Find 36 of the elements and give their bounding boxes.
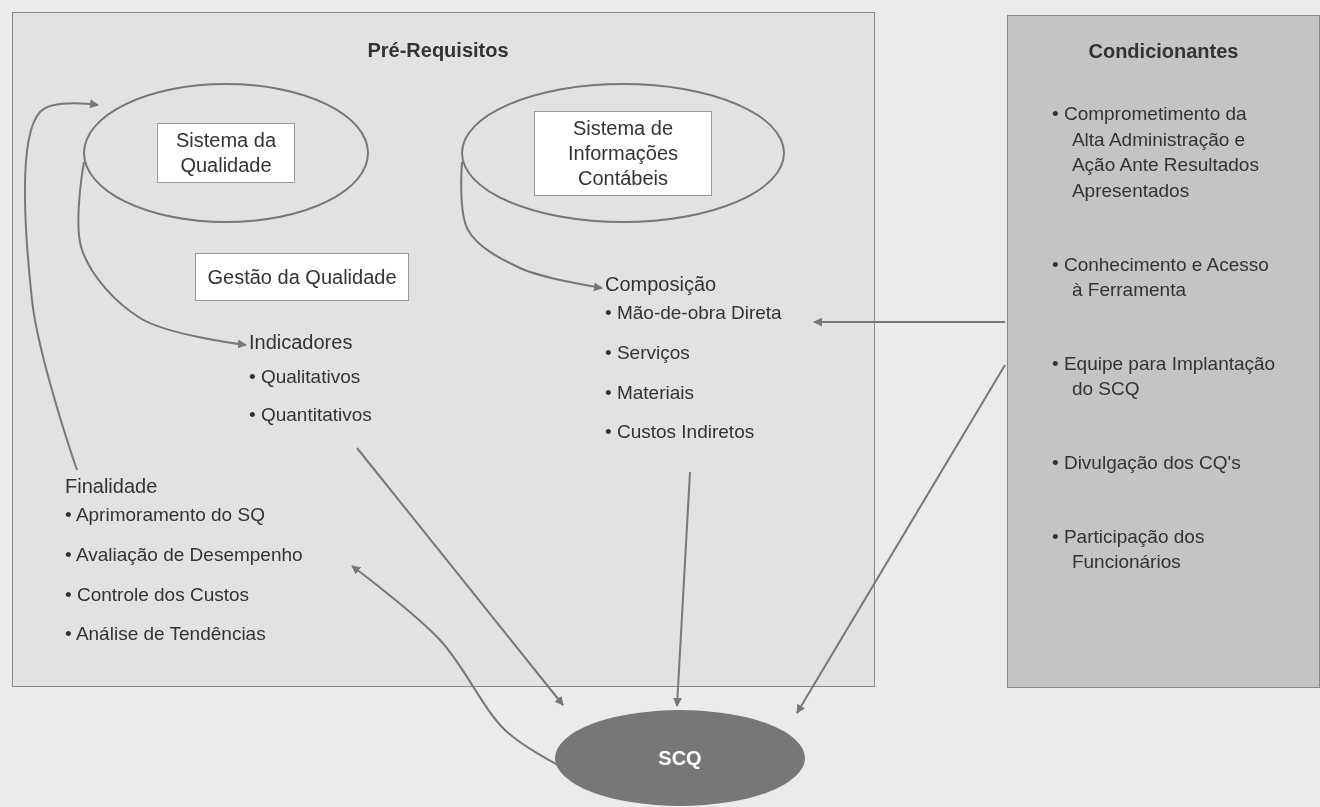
arrow [460, 161, 603, 292]
list-item: • Quantitativos [249, 403, 373, 427]
list-item: • Equipe para Implantação do SCQ [1052, 351, 1277, 402]
panel-heading: Condicionantes [1087, 40, 1240, 63]
system-label: Sistema de Informações Contábeis [534, 110, 712, 196]
list-item: • Mão-de-obra Direta [605, 302, 783, 325]
list-item: • Avaliação de Desempenho [65, 543, 304, 567]
arrow [23, 99, 99, 471]
list-item: • Participação dos Funcionários [1052, 524, 1206, 575]
list-item: • Comprometimento da Alta Administração e Ação Ante Resultados Apresentados [1052, 102, 1260, 203]
list-item: • Qualitativos [249, 366, 362, 389]
process-box: Gestão da Qualidade [195, 253, 409, 301]
list-item: • Controle dos Custos [65, 583, 251, 607]
arrow [813, 317, 1006, 327]
arrow [796, 364, 1006, 714]
list-heading: Indicadores [249, 331, 354, 354]
system-label: Sistema da Qualidade [157, 123, 295, 183]
list-item: • Aprimoramento do SQ [65, 504, 266, 527]
arrow [351, 565, 559, 766]
ellipse-node [461, 83, 785, 223]
panel-heading: Pré-Requisitos [366, 39, 510, 62]
list-heading: Composição [605, 273, 718, 296]
list-item: • Conhecimento e Acesso à Ferramenta [1052, 252, 1270, 303]
ellipse-node [83, 83, 369, 223]
list-heading: Finalidade [65, 475, 159, 498]
list-item: • Análise de Tendências [65, 623, 267, 647]
list-item: • Serviços [605, 341, 691, 365]
arrow [356, 447, 564, 706]
list-item: • Custos Indiretos [605, 421, 756, 445]
prerequisites-panel [12, 12, 875, 687]
list-item: • Materiais [605, 381, 695, 405]
arrow [672, 471, 691, 707]
list-item: • Divulgação dos CQ's [1052, 451, 1242, 476]
conditions-panel [1007, 15, 1320, 688]
arrow [77, 161, 247, 349]
node-label: SCQ [658, 746, 702, 770]
